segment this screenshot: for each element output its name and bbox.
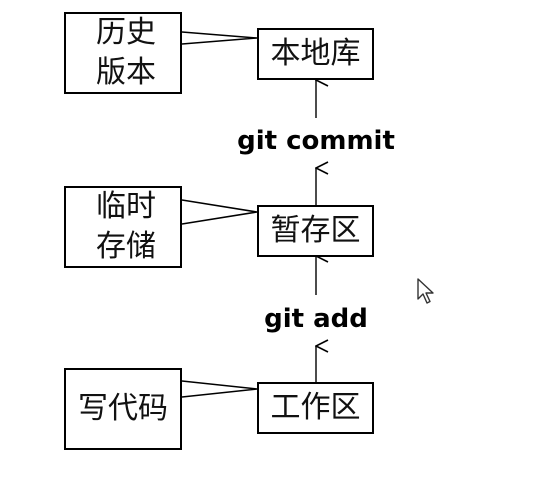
git-add-label: git add: [264, 304, 368, 334]
working-dir-box: 工作区: [257, 382, 374, 434]
history-callout-line: [181, 31, 258, 45]
local-repo-box: 本地库: [257, 28, 374, 80]
write-code-note-box: 写代码: [64, 368, 182, 450]
temp-storage-note-box: 临时 存储: [64, 186, 182, 268]
mouse-pointer-icon: [416, 277, 436, 309]
temp-storage-callout-line: [181, 199, 258, 225]
history-note-box: 历史 版本: [64, 12, 182, 94]
write-code-callout-line: [181, 380, 258, 398]
staging-area-box: 暂存区: [257, 205, 374, 257]
git-commit-label: git commit: [237, 126, 395, 156]
